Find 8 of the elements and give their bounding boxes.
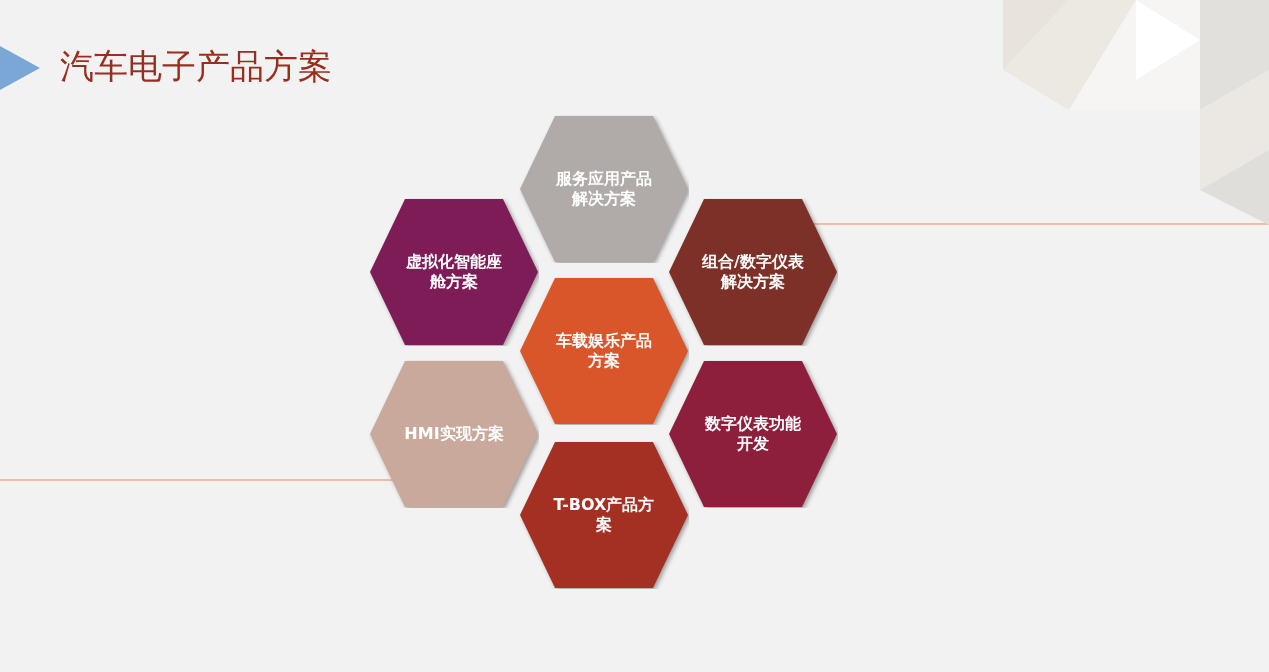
hexagon-label: HMI实现方案 [403, 424, 505, 444]
hexagon-label: 服务应用产品解决方案 [555, 169, 653, 209]
hexagon-label: 虚拟化智能座舱方案 [405, 252, 503, 292]
hexagon-label: 车载娱乐产品方案 [555, 331, 653, 371]
hexagon-label: T-BOX产品方案 [552, 495, 656, 535]
title: 汽车电子产品方案 [60, 45, 332, 88]
hexagon-label: 组合/数字仪表解决方案 [701, 252, 805, 292]
hexagon-label: 数字仪表功能开发 [704, 414, 802, 454]
